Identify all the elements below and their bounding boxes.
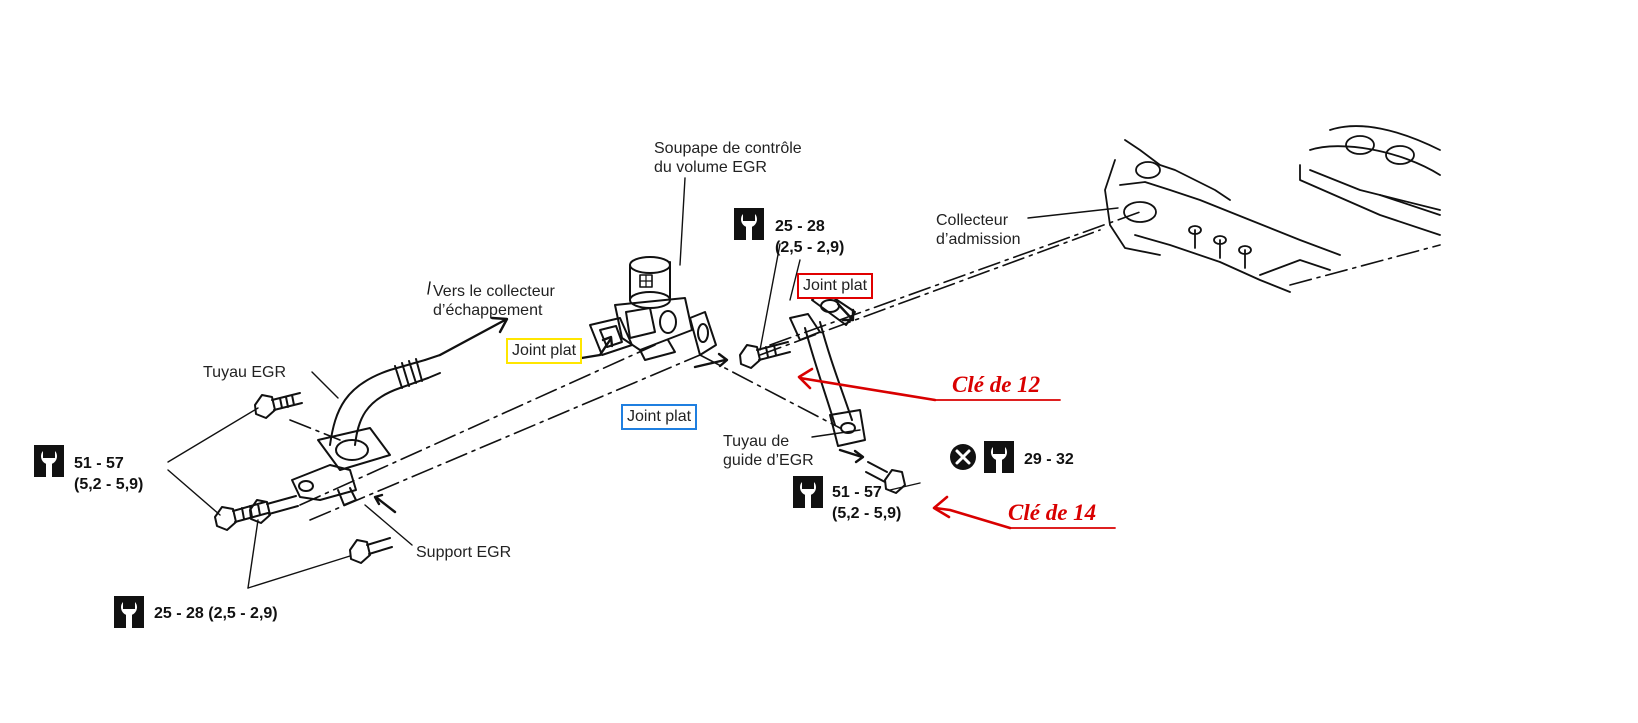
egr-volume-valve (614, 256, 693, 361)
gasket-label-blue: Joint plat (621, 404, 698, 430)
torque-wrench-icon (34, 445, 64, 477)
torque-left-bottom: 25 - 28 (2,5 - 2,9) (154, 605, 278, 622)
egr-pipe-label: Tuyau EGR (203, 364, 286, 381)
gasket-valve-right (689, 311, 717, 356)
no-reuse-x-icon (950, 444, 976, 470)
guide-tube-label: Tuyau de guide d’EGR (723, 433, 814, 469)
torque-wrench-icon (114, 596, 144, 628)
torque-wrench-icon (734, 208, 764, 240)
valve-label: Soupape de contrôle du volume EGR (654, 140, 802, 176)
torque-wrench-icon (793, 476, 823, 508)
egr-guide-tube (789, 289, 866, 447)
wrench-12-label: Clé de 12 (952, 372, 1041, 397)
intake-manifold (1104, 125, 1441, 293)
egr-pipe (317, 354, 441, 471)
intake-manifold-label: Collecteur d’admission (936, 212, 1021, 248)
torque-center-lower: 51 - 57 (5,2 - 5,9) (832, 484, 902, 522)
gasket-label-yellow: Joint plat (506, 338, 583, 364)
exhaust-label: Vers le collecteur d’échappement (433, 283, 555, 319)
torque-center-right: 29 - 32 (1024, 451, 1074, 468)
torque-left-top: 51 - 57 (5,2 - 5,9) (74, 455, 144, 493)
egr-support (291, 464, 357, 506)
gasket-label-red: Joint plat (797, 273, 874, 299)
bolts-center (739, 341, 906, 494)
wrench-14-label: Clé de 14 (1008, 500, 1097, 525)
torque-center-top: 25 - 28 (2,5 - 2,9) (775, 218, 845, 256)
bolts-left (214, 392, 393, 564)
egr-support-label: Support EGR (416, 544, 512, 561)
torque-wrench-icon (984, 441, 1014, 473)
